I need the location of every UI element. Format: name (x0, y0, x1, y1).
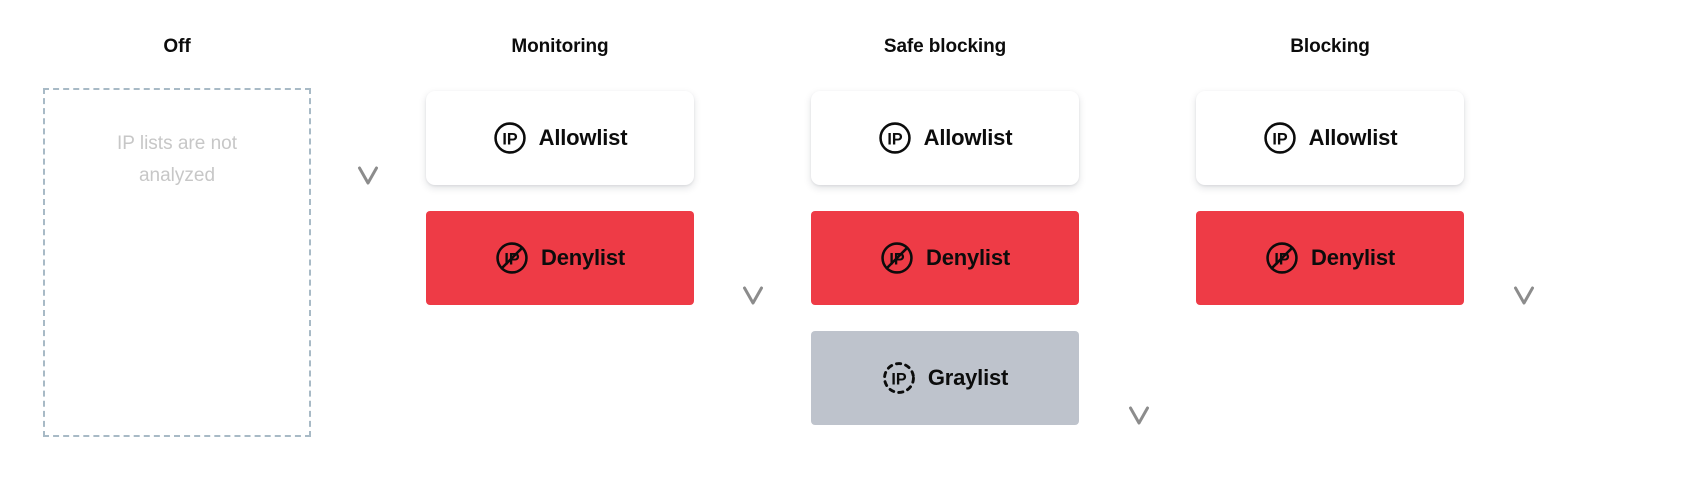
card-label: Denylist (926, 245, 1010, 270)
card-label: Graylist (927, 365, 1009, 390)
card-denylist-safe-blocking[interactable]: IP Denylist (811, 211, 1079, 305)
arrow-blocking-end (1511, 88, 1537, 305)
card-label: Allowlist (923, 125, 1013, 150)
card-denylist-blocking[interactable]: IP Denylist (1196, 211, 1464, 305)
column-title-safe-blocking: Safe blocking (883, 36, 1007, 57)
arrow-monitoring-to-safe-blocking (740, 88, 766, 305)
ip-graylist-icon: IP (882, 362, 915, 394)
column-title-blocking: Blocking (1290, 36, 1370, 57)
arrow-off-to-monitoring (355, 88, 381, 185)
card-denylist-monitoring[interactable]: IP Denylist (426, 211, 694, 305)
card-allowlist-safe-blocking[interactable]: IP Allowlist (811, 91, 1079, 185)
card-label: Denylist (541, 245, 625, 270)
ip-denylist-icon: IP (881, 242, 913, 274)
ip-denylist-icon: IP (1266, 242, 1298, 274)
card-allowlist-monitoring[interactable]: IP Allowlist (426, 91, 694, 185)
svg-text:IP: IP (891, 370, 906, 388)
card-allowlist-blocking[interactable]: IP Allowlist (1196, 91, 1464, 185)
column-title-monitoring: Monitoring (511, 36, 609, 57)
ip-allowlist-icon: IP (1263, 122, 1296, 154)
card-graylist-safe-blocking[interactable]: IP Graylist (811, 331, 1079, 425)
arrow-safe-blocking-to-blocking (1126, 88, 1152, 425)
svg-text:IP: IP (887, 130, 902, 148)
svg-text:IP: IP (1272, 130, 1287, 148)
empty-state-text: IP lists are not analyzed (116, 133, 238, 186)
empty-state-box-off: IP lists are not analyzed (43, 88, 311, 437)
card-label: Allowlist (538, 125, 628, 150)
ip-allowlist-icon: IP (878, 122, 911, 154)
svg-text:IP: IP (502, 130, 517, 148)
ip-allowlist-icon: IP (493, 122, 526, 154)
card-label: Denylist (1311, 245, 1395, 270)
ip-denylist-icon: IP (496, 242, 528, 274)
column-title-off: Off (163, 36, 191, 57)
card-label: Allowlist (1308, 125, 1398, 150)
